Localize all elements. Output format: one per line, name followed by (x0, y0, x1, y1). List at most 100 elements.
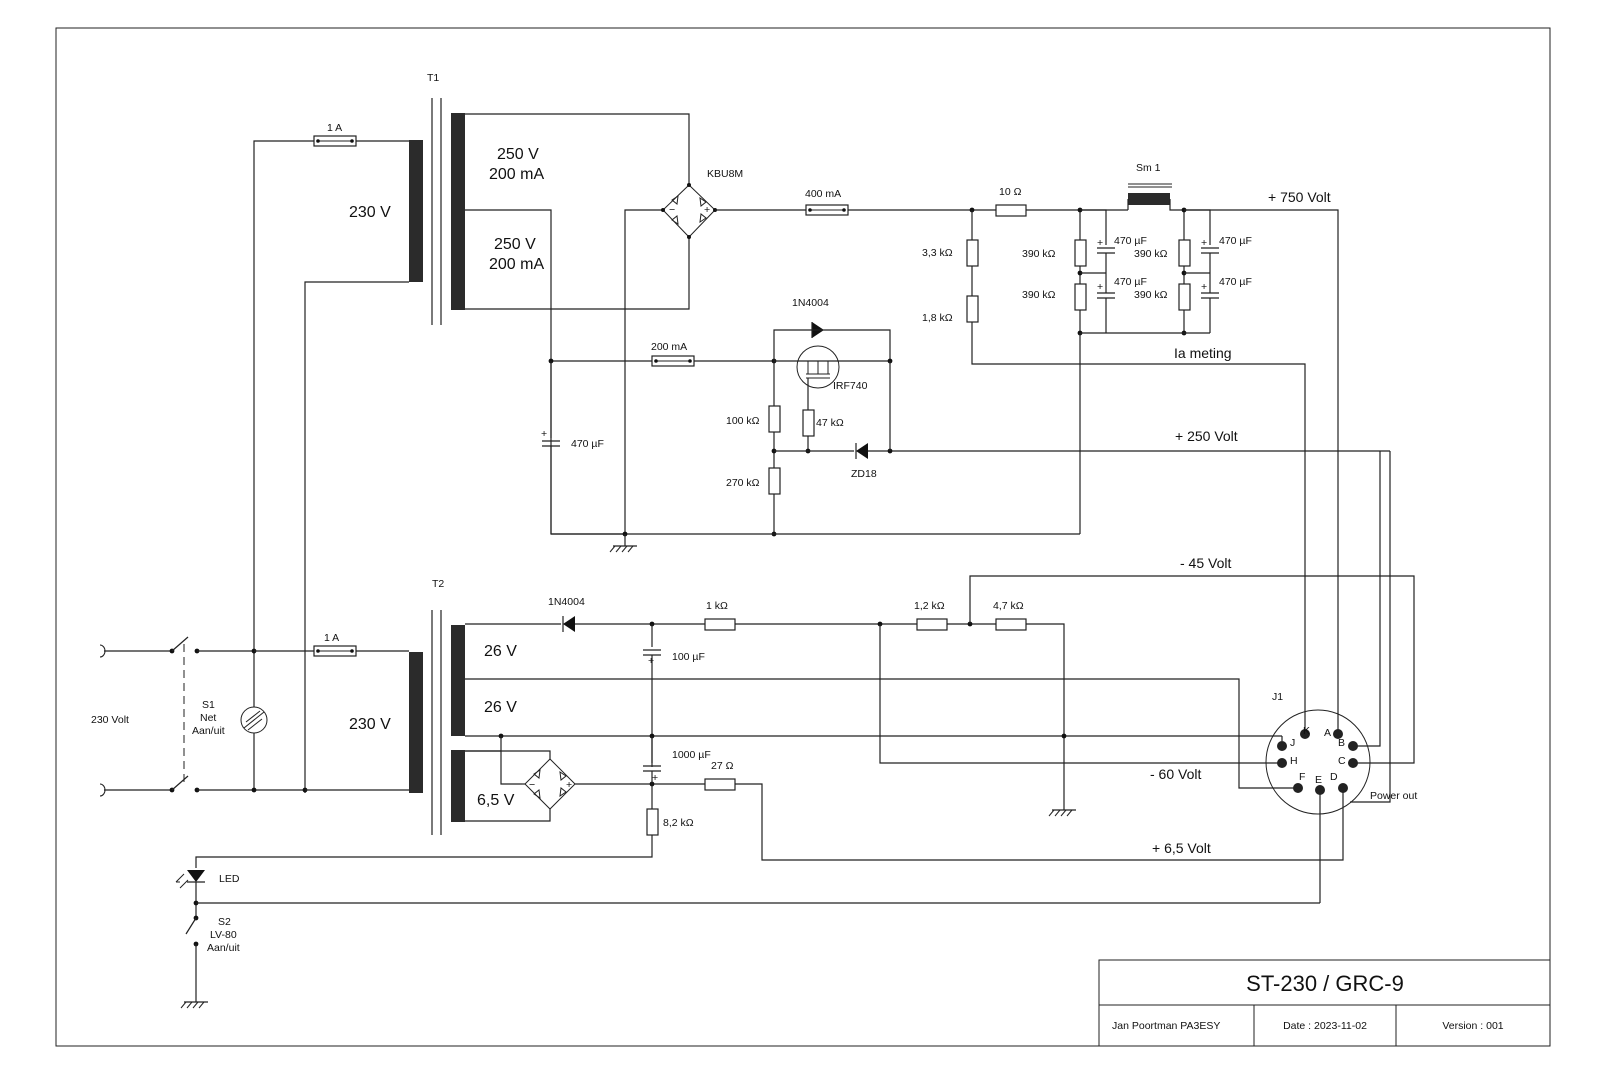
t2-secondary-26v (451, 625, 465, 736)
mosfet-label: IRF740 (833, 380, 868, 392)
c-470-label: 470 µF (571, 438, 604, 450)
j1-pin-a: A (1324, 727, 1331, 739)
diode-1n4004-lv-label: 1N4004 (548, 596, 585, 608)
t2-secondary-6v5 (451, 750, 465, 822)
sheet-border (55, 27, 1551, 1047)
zener-label: ZD18 (851, 468, 877, 480)
svg-text:+: + (652, 772, 658, 784)
rail-minus45-label: - 45 Volt (1180, 555, 1231, 571)
r-100k-label: 100 kΩ (726, 415, 760, 427)
bridge-label: KBU8M (707, 168, 743, 180)
title-block: ST-230 / GRC-9 Jan Poortman PA3ESY Date … (1098, 959, 1551, 1047)
svg-text:+: + (648, 655, 654, 667)
r-27-label: 27 Ω (711, 760, 734, 772)
t1-sec2-current: 200 mA (489, 256, 544, 273)
version-label: Version : 001 (1442, 1020, 1503, 1032)
t1-secondary-wiring: − + KBU8M 400 mA 10 Ω (465, 113, 1128, 535)
c2-label: 470 µF (1114, 276, 1147, 288)
t2-ref: T2 (432, 578, 444, 590)
t1-primary-wiring: 1 A (253, 122, 409, 793)
t1-ref: T1 (427, 72, 439, 84)
r-8k2-label: 8,2 kΩ (663, 817, 694, 829)
j1-label: Power out (1370, 790, 1417, 802)
t2-sec2-label: 26 V (484, 699, 517, 716)
bridge-6v5 (524, 758, 576, 810)
r-1k8-label: 1,8 kΩ (922, 312, 953, 324)
date-label: Date : 2023-11-02 (1283, 1020, 1367, 1032)
r-bleed2-label: 390 kΩ (1022, 289, 1056, 301)
choke-sm1: Sm 1 + 750 Volt (1127, 162, 1339, 734)
r-bleed4-label: 390 kΩ (1134, 289, 1168, 301)
svg-text:+: + (541, 428, 547, 440)
t2-sec1-label: 26 V (484, 643, 517, 660)
resistor-3k3 (966, 239, 979, 267)
j1-pin-j: J (1290, 737, 1295, 749)
svg-text:+: + (1097, 281, 1103, 293)
c-1000-label: 1000 µF (672, 749, 711, 761)
j1-pin-d: D (1330, 771, 1338, 783)
led-indicator (187, 870, 205, 882)
s1-desc1: Net (200, 712, 216, 724)
rail-250v-label: + 250 Volt (1175, 428, 1238, 444)
t2-sec3-label: 6,5 V (477, 792, 515, 809)
svg-text:+: + (1201, 237, 1207, 249)
c-100-label: 100 µF (672, 651, 705, 663)
j1-pin-f: F (1299, 771, 1305, 783)
led-label: LED (219, 873, 240, 885)
rail-750v-label: + 750 Volt (1268, 189, 1331, 205)
c1-label: 470 µF (1114, 235, 1147, 247)
t1-sec1-current: 200 mA (489, 166, 544, 183)
low-voltage-section: 1N4004 1 kΩ 1,2 kΩ 4,7 kΩ - 45 Volt - 60… (195, 555, 1415, 868)
s1-desc2: Aan/uit (192, 725, 225, 737)
r-bleed1-label: 390 kΩ (1022, 248, 1056, 260)
r-270k-label: 270 kΩ (726, 477, 760, 489)
t1-sec1-voltage: 250 V (497, 146, 539, 163)
transformer-t1: T1 230 V 250 V 200 mA 250 V 200 mA (349, 72, 544, 325)
r-3k3-label: 3,3 kΩ (922, 247, 953, 259)
t1-sec2-voltage: 250 V (494, 236, 536, 253)
r-1k2-label: 1,2 kΩ (914, 600, 945, 612)
s2-desc1: LV-80 (210, 929, 237, 941)
resistor-1k8 (966, 295, 979, 323)
svg-text:−: − (669, 204, 675, 216)
rail-6v5-label: + 6,5 Volt (1152, 840, 1211, 856)
j1-pin-h: H (1290, 755, 1298, 767)
s2-ref: S2 (218, 916, 231, 928)
fuse-1a-t1-label: 1 A (327, 122, 342, 134)
choke-label: Sm 1 (1136, 162, 1161, 174)
fuse-200ma-label: 200 mA (651, 341, 687, 353)
transformer-t2: T2 230 V 26 V 26 V 6,5 V 1 A (254, 578, 517, 835)
hv-filter: 3,3 kΩ 1,8 kΩ Ia meting 390 kΩ 390 kΩ + … (922, 207, 1306, 734)
fuse-400ma-label: 400 mA (805, 188, 841, 200)
author-label: Jan Poortman PA3ESY (1112, 1020, 1220, 1032)
s2-desc2: Aan/uit (207, 942, 240, 954)
t1-primary-winding (409, 140, 423, 282)
c3-label: 470 µF (1219, 235, 1252, 247)
rail-minus60-label: - 60 Volt (1150, 766, 1201, 782)
resistor-10-ohm (995, 204, 1027, 217)
ia-meting-label: Ia meting (1174, 345, 1232, 361)
svg-text:+: + (1201, 281, 1207, 293)
r-bleed3-label: 390 kΩ (1134, 248, 1168, 260)
mains-label: 230 Volt (91, 714, 129, 726)
diode-1n4004-reg-label: 1N4004 (792, 297, 829, 309)
svg-text:+: + (704, 204, 710, 216)
connector-j1: J1 K A B J H C F E D Power out (1265, 451, 1417, 815)
led-s2: LED S2 LV-80 Aan/uit (175, 790, 1321, 1009)
r-4k7-label: 4,7 kΩ (993, 600, 1024, 612)
mosfet-irf740 (796, 345, 840, 389)
r-1k-label: 1 kΩ (706, 600, 728, 612)
svg-text:+: + (1097, 237, 1103, 249)
j1-pin-e: E (1315, 774, 1322, 786)
svg-text:−: − (529, 779, 535, 791)
t1-secondary-winding (451, 113, 465, 310)
t2-primary-label: 230 V (349, 716, 391, 733)
fuse-1a-t2-label: 1 A (324, 632, 339, 644)
r-47k-label: 47 kΩ (816, 417, 844, 429)
j1-body (1265, 709, 1371, 815)
t2-primary-winding (409, 652, 423, 793)
regulator-250v: 200 mA + 470 µF 1N4004 IRF740 100 kΩ (541, 297, 1391, 803)
t1-primary-label: 230 V (349, 204, 391, 221)
